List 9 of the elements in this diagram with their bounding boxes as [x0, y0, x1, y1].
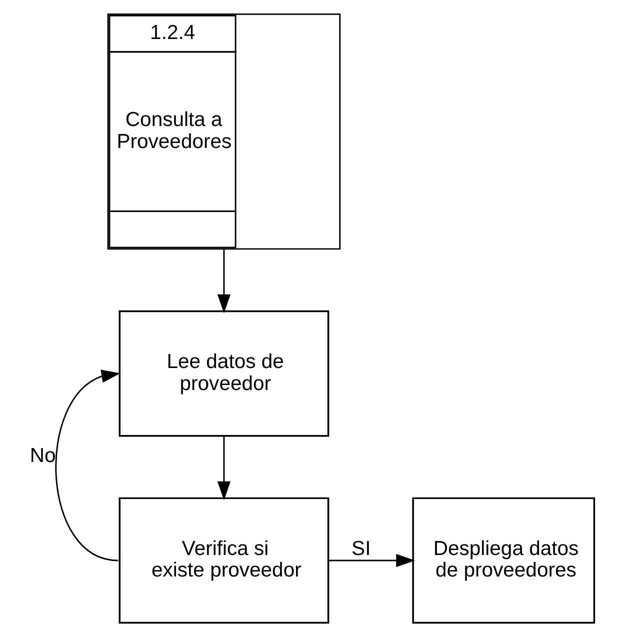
arrow [55, 370, 120, 562]
edge-label: No [30, 444, 56, 467]
arrow [328, 554, 416, 568]
arrow [217, 249, 231, 314]
edge-label: SI [352, 538, 371, 560]
arrow [217, 436, 231, 500]
node-box: Verifica si existe proveedor [118, 497, 330, 624]
node-box: Lee datos de proveedor [118, 310, 330, 437]
node-box: Despliega datos de proveedores [412, 497, 596, 624]
